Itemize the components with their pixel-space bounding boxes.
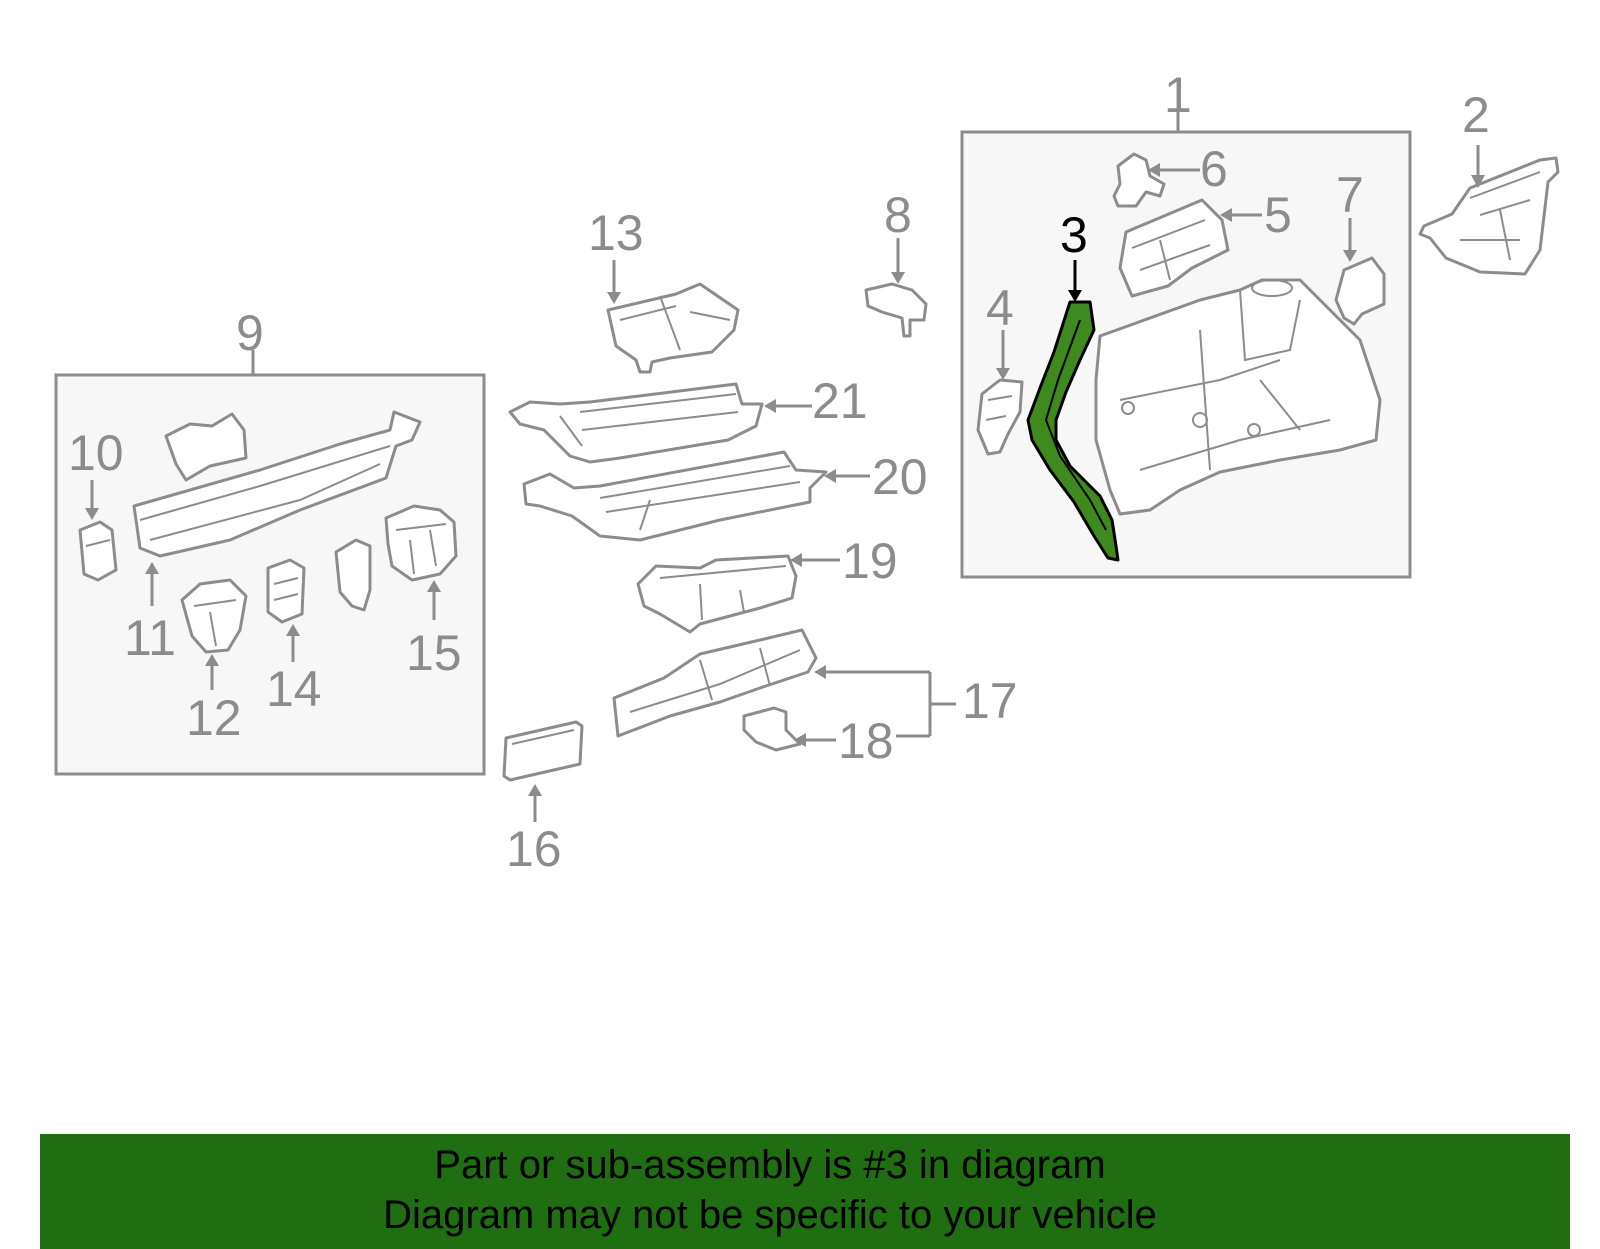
part-1-wheelhouse[interactable]	[1094, 278, 1382, 516]
arrowhead-2	[1471, 175, 1485, 188]
callout-11[interactable]: 11	[124, 610, 176, 666]
callout-18[interactable]: 18	[838, 713, 894, 769]
part-12[interactable]	[180, 578, 248, 654]
part-5[interactable]	[1118, 198, 1230, 298]
callout-8[interactable]: 8	[884, 187, 912, 243]
part-8[interactable]	[864, 282, 928, 338]
arrowhead-3	[1068, 290, 1082, 302]
part-10[interactable]	[78, 520, 118, 582]
arrowhead-17	[814, 665, 826, 679]
arrowhead-7	[1343, 250, 1357, 262]
callout-20[interactable]: 20	[872, 449, 928, 505]
callout-2[interactable]: 2	[1462, 87, 1490, 143]
arrowhead-19	[790, 553, 802, 567]
callout-14[interactable]: 14	[266, 661, 322, 717]
arrowhead-11	[145, 562, 159, 574]
arrowhead-10	[85, 508, 99, 520]
arrowhead-15	[427, 580, 441, 592]
part-13[interactable]	[606, 282, 740, 374]
callout-6[interactable]: 6	[1200, 141, 1228, 197]
callout-19[interactable]: 19	[842, 533, 898, 589]
callout-7[interactable]: 7	[1336, 167, 1364, 223]
callout-5[interactable]: 5	[1264, 187, 1292, 243]
part-16[interactable]	[502, 720, 584, 782]
part-3-highlighted[interactable]	[1026, 300, 1120, 562]
callout-16[interactable]: 16	[506, 821, 562, 877]
arrowhead-14	[286, 624, 300, 636]
arrowhead-13	[607, 292, 621, 304]
arrowhead-12	[205, 654, 219, 666]
banner-line-1: Part or sub-assembly is #3 in diagram	[434, 1143, 1106, 1187]
part-7[interactable]	[1334, 256, 1386, 326]
callout-17[interactable]: 17	[962, 673, 1018, 729]
part-6[interactable]	[1112, 152, 1166, 208]
callout-4[interactable]: 4	[986, 280, 1014, 336]
part-17[interactable]	[612, 628, 818, 738]
banner-line-2: Diagram may not be specific to your vehi…	[383, 1193, 1157, 1237]
callout-21[interactable]: 21	[812, 373, 868, 429]
callout-3[interactable]: 3	[1060, 207, 1088, 263]
arrowhead-6	[1148, 163, 1160, 177]
part-19[interactable]	[636, 554, 798, 634]
callout-15[interactable]: 15	[406, 625, 462, 681]
callout-1[interactable]: 1	[1164, 67, 1192, 123]
leader-17-bracket	[818, 670, 956, 738]
arrowhead-21	[764, 399, 776, 413]
callout-13[interactable]: 13	[588, 205, 644, 261]
part-2[interactable]	[1418, 156, 1560, 276]
callout-9[interactable]: 9	[236, 305, 264, 361]
part-14[interactable]	[266, 558, 306, 624]
part-21[interactable]	[508, 382, 764, 464]
arrowhead-5	[1220, 208, 1232, 222]
arrowhead-18	[794, 733, 806, 747]
part-15[interactable]	[384, 504, 458, 582]
part-4[interactable]	[976, 378, 1024, 456]
arrowhead-8	[891, 272, 905, 284]
callout-10[interactable]: 10	[68, 425, 124, 481]
callout-12[interactable]: 12	[186, 690, 242, 746]
part-20[interactable]	[522, 450, 828, 542]
arrowhead-16	[528, 784, 542, 796]
part-9-bracket[interactable]	[164, 412, 248, 482]
arrowhead-4	[996, 368, 1010, 380]
part-9-mid-bracket[interactable]	[334, 538, 372, 612]
part-18[interactable]	[742, 706, 802, 752]
part-11[interactable]	[132, 410, 422, 558]
arrowhead-20	[824, 469, 836, 483]
info-banner: Part or sub-assembly is #3 in diagram Di…	[40, 1134, 1570, 1249]
